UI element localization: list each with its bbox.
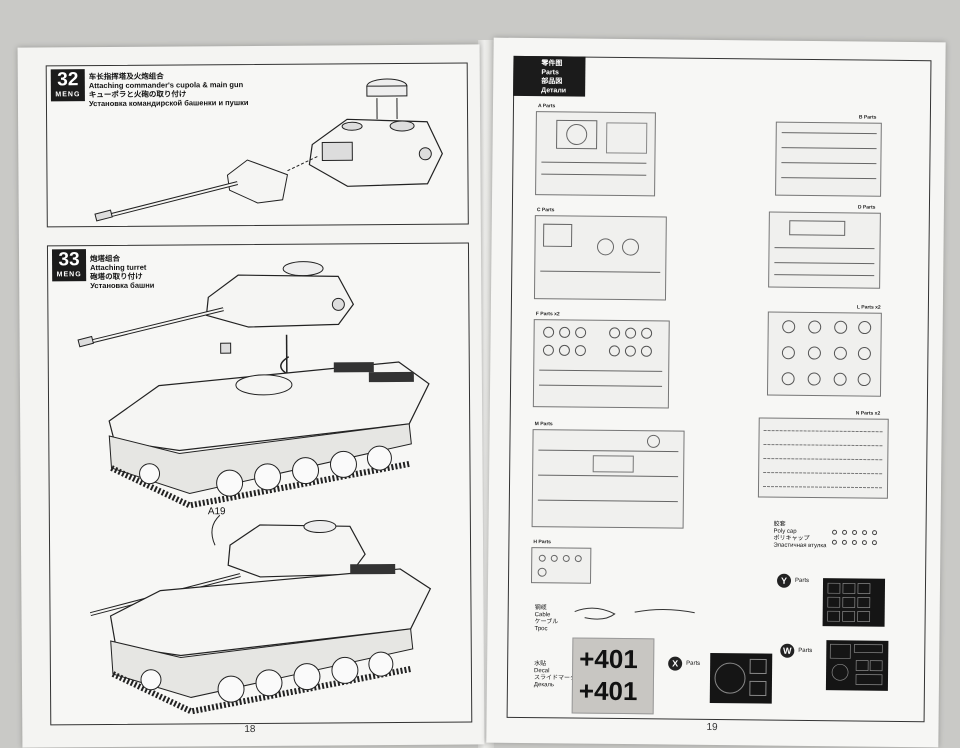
turret-cupola-gun-illustration (94, 78, 443, 222)
y-parts-label: Parts (795, 577, 810, 584)
step-33-panel: 33 MENG 炮塔组合 Attaching turret 砲塔の取り付け Ус… (46, 242, 473, 726)
tank-assembly-illustration (77, 261, 432, 715)
step-32-panel: 32 MENG 车长指挥塔及火炮组合 Attaching commander's… (45, 62, 469, 228)
sprue-label: C Parts (536, 207, 555, 214)
sprue-label: D Parts (857, 204, 876, 211)
w-parts-label: Parts (798, 647, 813, 655)
decal-number-row: +401 (579, 643, 638, 675)
sprue-c (533, 215, 667, 301)
x-parts-badge: X (668, 656, 683, 671)
sprue-d (768, 211, 881, 289)
parts-header: 零件图 Parts 部品図 Детали (513, 55, 586, 97)
page-number: 18 (244, 723, 256, 736)
sprue-label: N Parts x2 (855, 410, 881, 417)
sprue-h (530, 547, 592, 584)
sprue-n (757, 417, 889, 499)
y-parts-photoetch (822, 578, 886, 627)
polycap-caption: 胶套 Poly cap ポリキャップ Эластичная втулка (773, 521, 827, 550)
sprue-label: H Parts (533, 539, 551, 546)
sprue-label: B Parts (858, 114, 877, 121)
sprue-l (766, 311, 882, 397)
page-number: 19 (706, 721, 718, 734)
polycap-runner (831, 529, 878, 546)
parts-panel: 零件图 Parts 部品図 Детали A Parts B Parts C P… (506, 55, 932, 723)
cable-caption: 钢缆 Cable ケーブル Трос (534, 605, 559, 633)
instruction-page-right: 零件图 Parts 部品図 Детали A Parts B Parts C P… (486, 37, 946, 748)
sprue-b (775, 121, 882, 197)
decal-sheet: +401 +401 (571, 637, 655, 715)
y-parts-badge: Y (776, 573, 792, 588)
x-parts-photoetch (709, 652, 773, 704)
decal-number-row: +401 (578, 675, 638, 707)
sprue-a (535, 111, 656, 197)
sprue-label: A Parts (537, 103, 556, 110)
sprue-f (532, 319, 670, 409)
sprue-label: M Parts (534, 421, 553, 428)
sprue-label: L Parts x2 (856, 304, 881, 311)
w-parts-photoetch (825, 640, 889, 691)
sprue-label: F Parts x2 (535, 311, 560, 318)
decal-caption: 水贴 Decal スライドマーク Декаль (533, 661, 577, 689)
sprue-m (531, 429, 685, 529)
w-parts-badge: W (780, 643, 795, 658)
cable-illustration (574, 607, 695, 620)
x-parts-label: Parts (686, 660, 701, 667)
instruction-page-left: 32 MENG 车长指挥塔及火炮组合 Attaching commander's… (17, 44, 485, 748)
